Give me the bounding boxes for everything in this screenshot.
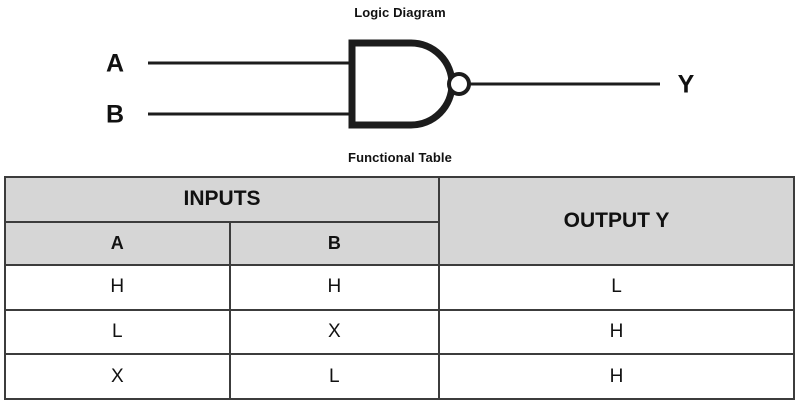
- table-column-header-row: A B: [4, 220, 794, 267]
- output-label-y: Y: [677, 70, 695, 99]
- cell-b: X: [228, 308, 441, 356]
- table-row: L X H: [4, 308, 795, 356]
- logic-diagram-title: Logic Diagram: [354, 5, 446, 20]
- table-header-output-y: OUTPUT Y: [438, 175, 795, 267]
- table-row: H H L: [4, 264, 795, 311]
- and-gate-body: [348, 39, 456, 129]
- cell-a: L: [4, 308, 231, 356]
- cell-y: L: [438, 264, 795, 311]
- table-row: X L H: [4, 353, 795, 400]
- input-label-a: A: [105, 49, 125, 78]
- functional-table: INPUTS OUTPUT Y A B H H L L X H X L H: [3, 175, 795, 400]
- nand-gate-svg: [148, 39, 660, 129]
- inversion-bubble-icon: [447, 72, 471, 96]
- table-group-header-row: INPUTS OUTPUT Y: [3, 175, 795, 267]
- logic-diagram: A B Y: [0, 24, 800, 148]
- cell-b: H: [228, 264, 441, 311]
- table-header-a: A: [4, 220, 231, 267]
- cell-a: X: [4, 353, 231, 400]
- functional-table-title: Functional Table: [348, 150, 452, 165]
- cell-y: H: [438, 353, 795, 400]
- cell-a: H: [4, 264, 231, 311]
- table-header-inputs: INPUTS: [3, 176, 441, 223]
- table-header-b: B: [228, 220, 441, 267]
- cell-y: H: [438, 308, 795, 356]
- input-label-b: B: [105, 100, 125, 129]
- cell-b: L: [228, 353, 441, 400]
